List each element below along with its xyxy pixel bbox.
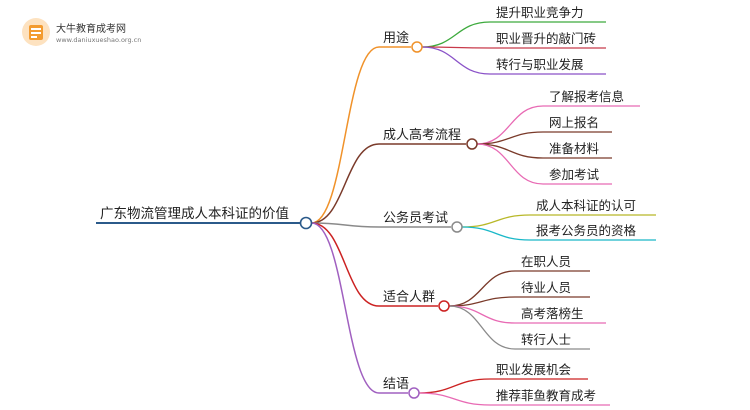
- leaf-connector-4-3: [448, 305, 516, 324]
- leaf-connector-2-2: [476, 131, 544, 145]
- branch-node-circle-1: [411, 41, 423, 53]
- leaf-label-4-3: 高考落榜生: [521, 306, 584, 321]
- root-label: 广东物流管理成人本科证的价值: [100, 206, 289, 222]
- leaf-connector-4-2: [448, 296, 516, 307]
- branch-label-5: 结语: [383, 377, 409, 392]
- leaf-label-4-1: 在职人员: [521, 254, 571, 269]
- branch-label-2: 成人高考流程: [383, 127, 461, 143]
- leaf-connector-4-4: [448, 305, 516, 350]
- leaf-label-3-2: 报考公务员的资格: [536, 223, 637, 238]
- branch-node-circle-5: [408, 387, 420, 399]
- leaf-connector-2-1: [476, 105, 544, 145]
- leaf-label-2-2: 网上报名: [549, 115, 599, 130]
- leaf-label-4-2: 待业人员: [521, 280, 571, 295]
- watermark-title: 大牛教育成考网: [56, 24, 126, 35]
- branch-node-circle-2: [466, 138, 478, 150]
- branch-connector-5: [311, 222, 380, 394]
- leaf-label-4-4: 转行人士: [521, 332, 571, 347]
- branch-connector-2: [311, 143, 380, 224]
- leaf-label-2-1: 了解报考信息: [549, 89, 624, 104]
- leaf-label-2-3: 准备材料: [549, 141, 600, 156]
- branch-connector-1: [311, 46, 380, 224]
- book-icon: [22, 18, 50, 46]
- leaf-connector-4-1: [448, 270, 516, 307]
- leaf-connector-2-4: [476, 143, 544, 185]
- branch-connector-3: [311, 222, 380, 228]
- branch-label-3: 公务员考试: [383, 210, 448, 226]
- watermark-logo: 大牛教育成考网 www.daniuxueshao.org.cn: [20, 16, 160, 50]
- leaf-label-1-3: 转行与职业发展: [496, 57, 584, 72]
- watermark-url: www.daniuxueshao.org.cn: [56, 36, 142, 44]
- root-node-circle: [299, 216, 313, 230]
- leaf-connector-5-1: [418, 378, 491, 394]
- leaf-label-5-1: 职业发展机会: [496, 362, 572, 377]
- leaf-connector-5-2: [418, 392, 491, 406]
- branch-label-4: 适合人群: [383, 290, 435, 305]
- leaf-label-5-2: 推荐菲鱼教育成考: [496, 388, 596, 403]
- leaf-connector-3-2: [461, 226, 531, 241]
- connector-layer: [311, 21, 544, 406]
- branch-label-1: 用途: [383, 30, 409, 46]
- leaf-connector-2-3: [476, 143, 544, 159]
- leaf-connector-3-1: [461, 214, 531, 228]
- branch-node-circle-3: [451, 221, 463, 233]
- branch-node-circle-4: [438, 300, 450, 312]
- leaf-label-1-1: 提升职业竞争力: [496, 5, 584, 20]
- branch-connector-4: [311, 222, 380, 307]
- leaf-connector-1-3: [421, 46, 491, 75]
- leaf-label-1-2: 职业晋升的敲门砖: [496, 31, 596, 46]
- leaf-label-2-4: 参加考试: [549, 167, 600, 182]
- leaf-label-3-1: 成人本科证的认可: [536, 198, 636, 213]
- node-layer: 广东物流管理成人本科证的价值 用途 提升职业竞争力职业晋升的敲门砖转行与职业发展成人…: [96, 5, 656, 406]
- leaf-connector-1-1: [421, 21, 491, 48]
